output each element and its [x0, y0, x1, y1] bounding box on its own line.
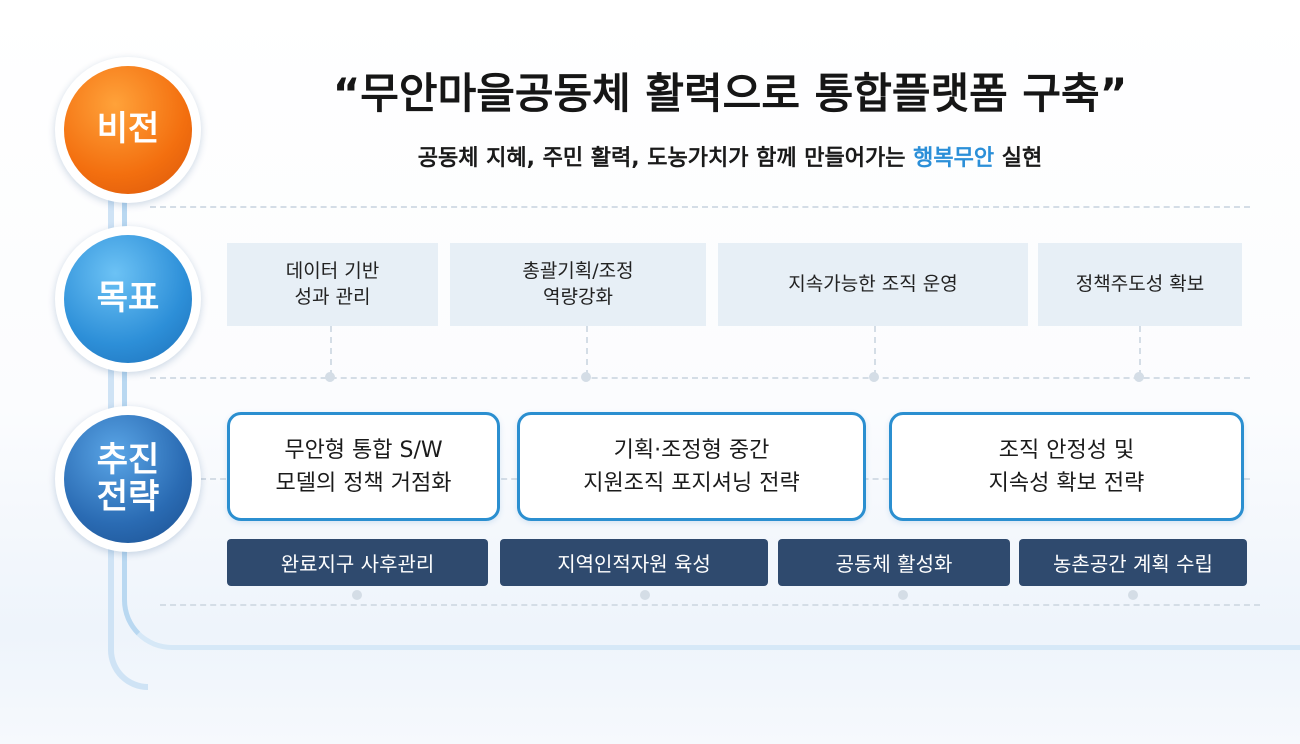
task-box: 완료지구 사후관리	[227, 539, 488, 586]
task-text: 완료지구 사후관리	[280, 552, 435, 576]
strategy-text: 기획·조정형 중간	[613, 437, 770, 463]
subtitle-highlight: 행복무안	[913, 146, 995, 171]
task-box: 공동체 활성화	[778, 539, 1010, 586]
task-text: 농촌공간 계획 수립	[1053, 552, 1213, 576]
divider	[150, 377, 1250, 379]
connector-dot	[869, 372, 879, 382]
vision-label: 비전	[96, 109, 160, 150]
goal-label: 목표	[96, 278, 160, 319]
connector-dot	[1128, 590, 1138, 600]
task-text: 지역인적자원 육성	[557, 552, 711, 576]
connector-dot	[581, 372, 591, 382]
vision-title-text: 무안마을공동체 활력으로 통합플랫폼 구축	[360, 69, 1100, 118]
strategy-text: 지속성 확보 전략	[988, 470, 1145, 496]
strategy-text: 조직 안정성 및	[998, 437, 1135, 463]
connector-dot	[352, 590, 362, 600]
goal-box: 정책주도성 확보	[1038, 243, 1242, 326]
task-text: 공동체 활성화	[835, 552, 953, 576]
close-quote: ”	[1099, 69, 1128, 118]
strategy-label-line2: 전략	[96, 477, 160, 517]
vision-subtitle: 공동체 지혜, 주민 활력, 도농가치가 함께 만들어가는 행복무안 실현	[230, 140, 1230, 172]
open-quote: “	[332, 69, 361, 118]
vision-title: “무안마을공동체 활력으로 통합플랫폼 구축”	[230, 60, 1230, 121]
connector-dot	[325, 372, 335, 382]
task-box: 농촌공간 계획 수립	[1019, 539, 1247, 586]
connector	[874, 326, 876, 376]
goal-text: 정책주도성 확보	[1075, 272, 1205, 295]
connector-dot	[1134, 372, 1144, 382]
connector	[1139, 326, 1141, 376]
subtitle-suffix: 실현	[994, 146, 1043, 171]
goal-text: 총괄기획/조정	[522, 259, 634, 282]
strategy-text: 지원조직 포지셔닝 전략	[583, 470, 800, 496]
connector	[330, 326, 332, 376]
goal-text: 데이터 기반	[285, 259, 380, 282]
connector-dot	[640, 590, 650, 600]
goal-text: 역량강화	[543, 285, 613, 308]
goal-badge: 목표	[64, 235, 192, 363]
strategy-text: 모델의 정책 거점화	[275, 470, 452, 496]
subtitle-prefix: 공동체 지혜, 주민 활력, 도농가치가 함께 만들어가는	[417, 146, 914, 171]
task-box: 지역인적자원 육성	[500, 539, 768, 586]
divider	[150, 206, 1250, 208]
strategy-label-line1: 추진	[96, 439, 160, 480]
strategy-box: 무안형 통합 S/W 모델의 정책 거점화	[227, 412, 500, 521]
goal-text: 지속가능한 조직 운영	[788, 272, 958, 295]
strategy-text: 무안형 통합 S/W	[284, 437, 443, 463]
connector-dot	[898, 590, 908, 600]
connector	[586, 326, 588, 376]
goal-box: 지속가능한 조직 운영	[718, 243, 1028, 326]
divider	[160, 604, 1260, 606]
vision-badge: 비전	[64, 66, 192, 194]
goal-text: 성과 관리	[294, 285, 371, 308]
